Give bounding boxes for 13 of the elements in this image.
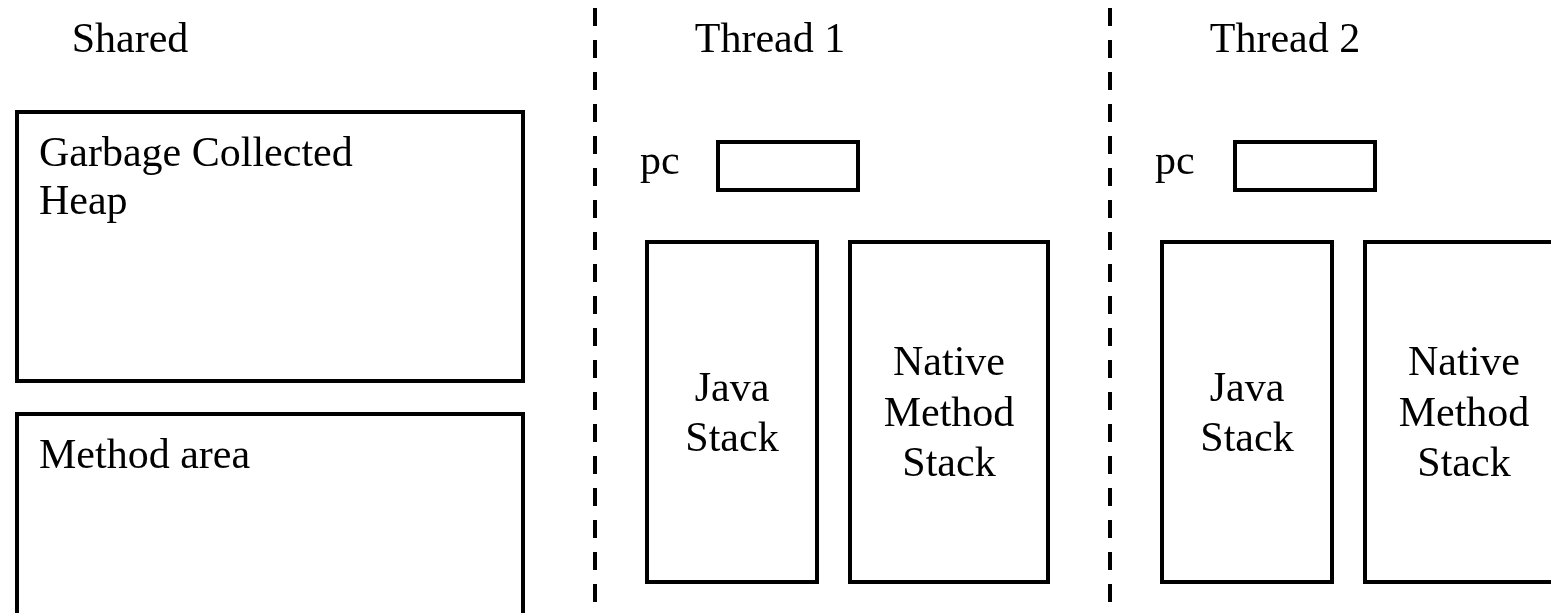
- column-heading: Shared: [71, 14, 189, 62]
- java-stack-box: Java Stack: [1160, 240, 1334, 584]
- java-stack-box: Java Stack: [645, 240, 819, 584]
- native-method-stack-box: Native Method Stack: [1363, 240, 1551, 584]
- pc-register-box: [716, 140, 860, 192]
- heap-box: Garbage Collected Heap: [15, 110, 525, 383]
- method-area-box: Method area: [15, 412, 525, 613]
- native-method-stack-box: Native Method Stack: [848, 240, 1050, 584]
- column-heading: Thread 1: [694, 14, 846, 62]
- pc-register-box: [1233, 140, 1377, 192]
- column-heading: Thread 2: [1209, 14, 1361, 62]
- register-label: pc: [1155, 136, 1195, 184]
- register-label: pc: [640, 136, 680, 184]
